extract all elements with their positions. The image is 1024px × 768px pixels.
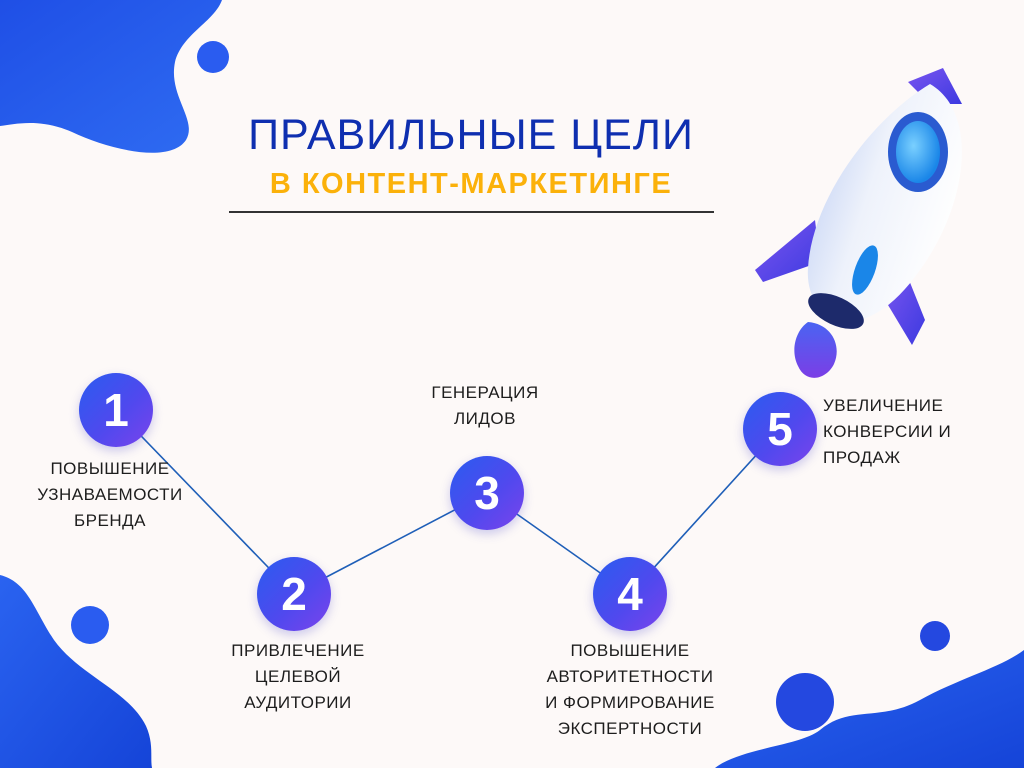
step-3-caption: ГЕНЕРАЦИЯ ЛИДОВ [431, 383, 539, 428]
step-4-circle: 4 [593, 557, 667, 631]
step-2-caption: ПРИВЛЕЧЕНИЕ ЦЕЛЕВОЙ АУДИТОРИИ [231, 641, 365, 712]
step-3-circle: 3 [450, 456, 524, 530]
step-1-caption: ПОВЫШЕНИЕ УЗНАВАЕМОСТИ БРЕНДА [37, 459, 183, 530]
step-4-caption: ПОВЫШЕНИЕ АВТОРИТЕТНОСТИ И ФОРМИРОВАНИЕ … [545, 641, 715, 738]
top-left-blob [0, 0, 222, 153]
step-2-circle: 2 [257, 557, 331, 631]
bottom-left-dot [71, 606, 109, 644]
bottom-right-blob [715, 650, 1024, 768]
bottom-right-dot-large [776, 673, 834, 731]
step-5-circle: 5 [743, 392, 817, 466]
step-5-caption: УВЕЛИЧЕНИЕ КОНВЕРСИИ И ПРОДАЖ [823, 396, 952, 467]
page-title: ПРАВИЛЬНЫЕ ЦЕЛИ [248, 111, 694, 159]
title-divider [229, 211, 714, 213]
bottom-left-blob [0, 575, 152, 768]
bottom-right-dot-small [920, 621, 950, 651]
page-subtitle: В КОНТЕНТ-МАРКЕТИНГЕ [269, 168, 673, 200]
top-left-dot [197, 41, 229, 73]
step-1-circle: 1 [79, 373, 153, 447]
